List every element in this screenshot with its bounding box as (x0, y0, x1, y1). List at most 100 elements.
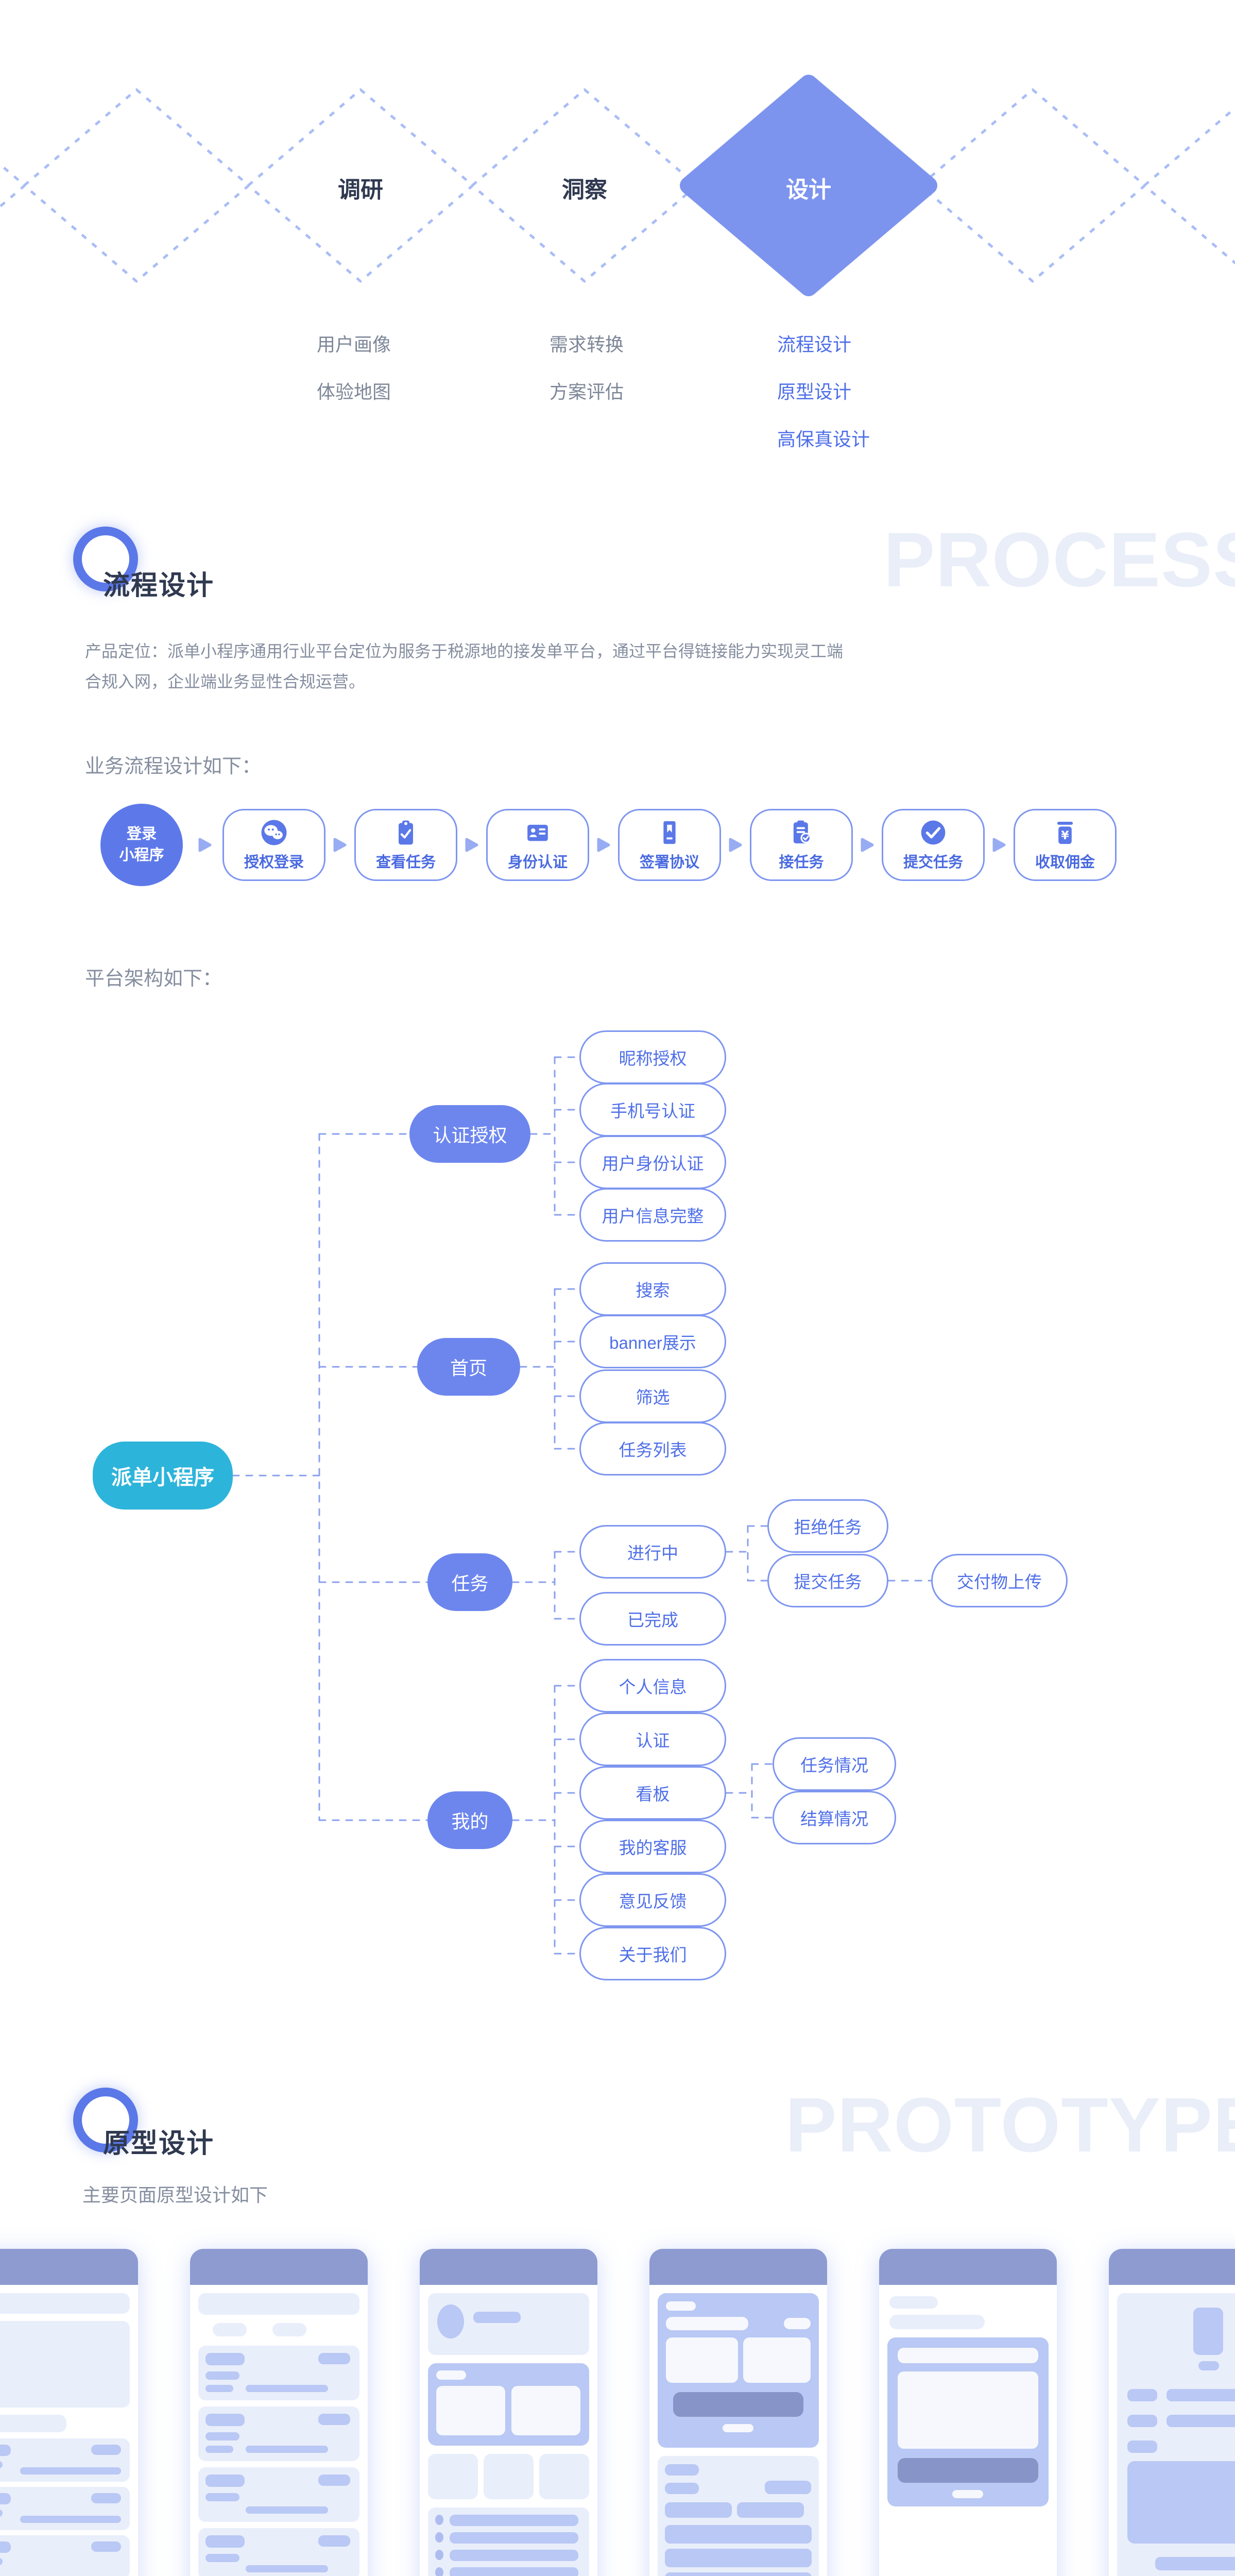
wf-task-card (0, 2535, 130, 2576)
wf-chip (0, 2510, 3, 2517)
wireframe-phone (420, 2249, 597, 2576)
list-item: 需求转换 (550, 334, 624, 355)
flow-step-label: 收取佣金 (1035, 854, 1095, 871)
flow-step-label: 授权登录 (244, 854, 304, 871)
wf-task-card (0, 2438, 130, 2482)
svg-text:¥: ¥ (1061, 829, 1069, 842)
circle-check-icon (919, 818, 948, 847)
mindmap-leaf-node: 已完成 (579, 1592, 726, 1646)
wf-chip (205, 2385, 233, 2392)
prototype-subtitle: 主要页面原型设计如下 (82, 2184, 268, 2206)
wf-chip (765, 2481, 811, 2494)
wf-modal-card (658, 2293, 819, 2448)
wf-chip (205, 2554, 239, 2562)
list-item: 高保真设计 (777, 429, 870, 450)
wf-chip (1127, 2441, 1157, 2453)
wf-primary-button (898, 2458, 1038, 2483)
mindmap-leaf-node: 交付物上传 (931, 1554, 1068, 1607)
clipboard-check-icon (391, 818, 420, 847)
flow-step-label: 提交任务 (903, 854, 963, 871)
clipboard-task-icon (787, 818, 816, 847)
wf-header-bar (0, 2249, 138, 2285)
wf-menu-list (428, 2507, 589, 2576)
wf-chip (318, 2353, 350, 2364)
wf-content-block (898, 2371, 1038, 2449)
wf-bar (666, 2317, 748, 2330)
wf-chip (665, 2502, 732, 2518)
wf-chip (665, 2483, 699, 2494)
section-title-process: 流程设计 (103, 571, 215, 601)
mindmap-branch-node: 任务 (427, 1553, 512, 1611)
wf-chip (666, 2301, 696, 2311)
mindmap-leaf-node: 昵称授权 (579, 1030, 726, 1084)
wf-chip (450, 2550, 578, 2561)
wf-handle (723, 2424, 753, 2432)
flow-step-label: 查看任务 (375, 854, 436, 871)
wf-header-bar (1109, 2249, 1235, 2285)
double-diamond-banner (0, 75, 1235, 296)
wf-chip (20, 2516, 121, 2523)
id-card-icon (523, 818, 552, 847)
wf-chip (205, 2446, 233, 2453)
diamond-design-icon (680, 75, 937, 296)
arrow-right-icon (992, 838, 1006, 852)
wf-bar (0, 2415, 66, 2432)
section-title-prototype: 原型设计 (103, 2129, 215, 2159)
wf-bar (889, 2315, 985, 2329)
wf-menu-square (428, 2454, 478, 2499)
arrow-right-icon (465, 838, 479, 852)
agreement-icon (655, 818, 684, 847)
flow-label: 业务流程设计如下： (85, 756, 262, 777)
wf-banner-block (0, 2321, 130, 2408)
diamond-edge-left-icon (0, 162, 26, 209)
wf-search-bar (198, 2293, 359, 2315)
diamond-edge-right-icon (1143, 106, 1235, 265)
wf-chip (450, 2532, 578, 2544)
wf-profile-block (428, 2293, 589, 2355)
list-item: 体验地图 (317, 381, 391, 402)
wf-textarea (1127, 2461, 1235, 2544)
mindmap-root-node: 派单小程序 (93, 1442, 233, 1510)
wf-bar (1167, 2415, 1235, 2427)
wf-bar (665, 2549, 812, 2567)
wf-tab-chip (213, 2323, 247, 2336)
wf-dialog-card (887, 2337, 1049, 2506)
wf-chip (784, 2318, 811, 2329)
wf-task-card (198, 2406, 359, 2461)
flow-step-node: 提交任务 (882, 809, 985, 881)
mindmap-branch-node: 我的 (427, 1791, 512, 1849)
process-watermark: PROCESS (883, 516, 1235, 603)
wf-header-bar (190, 2249, 368, 2285)
mindmap-leaf-node: 用户身份认证 (579, 1136, 726, 1189)
wf-chip (205, 2535, 245, 2548)
research-methods-list: 用户画像 体验地图 (317, 330, 391, 404)
wf-menu-square (539, 2454, 589, 2499)
stage-insight: 洞察 (562, 177, 607, 202)
wf-chip (91, 2493, 121, 2503)
flow-step-node: 签署协议 (618, 809, 721, 881)
wf-chip (91, 2445, 121, 2455)
wf-header-bar (649, 2249, 827, 2285)
wf-task-card (0, 2487, 130, 2530)
wf-bar (898, 2348, 1038, 2363)
wf-chip (205, 2414, 245, 2426)
flow-step-node: 授权登录 (222, 809, 325, 881)
wf-chip (0, 2461, 3, 2468)
wireframe-phone (879, 2249, 1057, 2576)
wechat-icon (260, 818, 288, 847)
mindmap-leaf-node: 提交任务 (767, 1554, 888, 1607)
mindmap-leaf-node: 结算情况 (773, 1791, 896, 1844)
wf-dot (435, 2532, 443, 2543)
flow-step-label: 身份认证 (507, 854, 568, 871)
wf-avatar (437, 2304, 464, 2338)
wf-bar (1167, 2389, 1235, 2401)
wf-search-bar (0, 2293, 130, 2314)
mindmap-leaf-node: 手机号认证 (579, 1083, 726, 1137)
diamond-outline-right-icon (919, 88, 1146, 283)
wf-task-card (198, 2346, 359, 2400)
wf-handle (952, 2490, 983, 2498)
wf-chip (20, 2467, 121, 2475)
wireframe-phone (649, 2249, 827, 2576)
flow-start-node: 登录 小程序 (100, 804, 183, 886)
